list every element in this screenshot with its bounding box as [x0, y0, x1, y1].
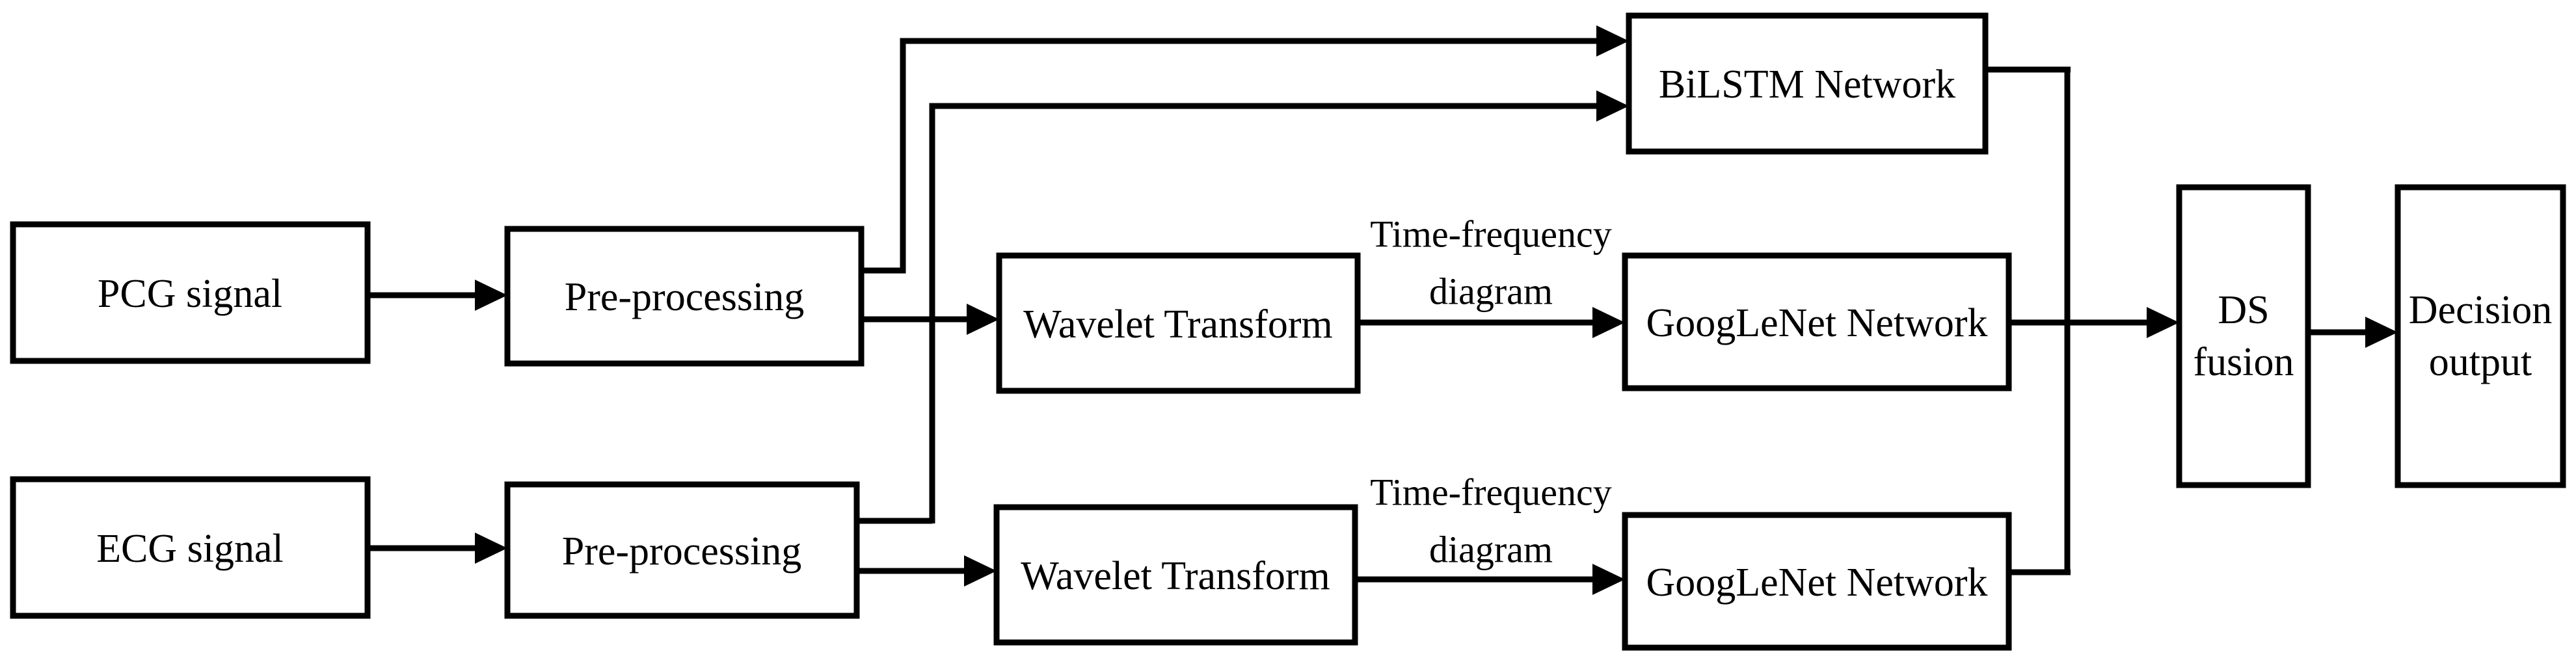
arrowhead-preprocessing-bottom-to-bilstm [1596, 90, 1629, 122]
wavelet-transform-top-label: Wavelet Transform [1023, 302, 1332, 347]
wavelet-transform-bottom-box [993, 504, 1358, 646]
ds-fusion-label-line1: DS [2218, 288, 2269, 332]
arrowhead-preprocessing-top-to-wavelet [967, 304, 999, 335]
edges [368, 25, 2398, 595]
decision-output-box [2395, 184, 2566, 488]
node-googlenet-network-bottom: GoogLeNet Network [1622, 512, 2012, 651]
ecg-signal-label: ECG signal [96, 527, 284, 571]
arrowhead-preprocessing-bottom-to-wavelet [964, 555, 997, 587]
arrowhead-wavelet-bottom-to-googlenet [1592, 564, 1625, 595]
decision-output-label-line2: output [2429, 340, 2532, 384]
wavelet-transform-bottom-label: Wavelet Transform [1021, 554, 1330, 598]
bilstm-network-label: BiLSTM Network [1659, 62, 1955, 107]
wavelet-transform-top-box [996, 252, 1361, 394]
arrowhead-ecg-to-preprocessing [475, 533, 507, 564]
time-frequency-top-label-line1: Time-frequency [1370, 213, 1612, 256]
node-wavelet-transform-top: Wavelet Transform [996, 252, 1361, 394]
time-frequency-bottom-label-line1: Time-frequency [1370, 471, 1612, 514]
node-ecg-signal: ECG signal [10, 476, 371, 619]
ecg-signal-box [10, 476, 371, 619]
googlenet-network-top-label: GoogLeNet Network [1646, 301, 1987, 345]
node-decision-output: Decision output [2395, 184, 2566, 488]
node-googlenet-network-top: GoogLeNet Network [1622, 252, 2012, 391]
arrowhead-wavelet-top-to-googlenet [1592, 307, 1625, 338]
arrowhead-into-ds-fusion [2147, 307, 2179, 338]
bilstm-network-box [1626, 12, 1989, 155]
arrowhead-pcg-to-preprocessing [475, 280, 507, 311]
node-ds-fusion: DS fusion [2176, 184, 2311, 488]
arrowhead-into-decision [2365, 317, 2398, 348]
edge-preprocessing-top-to-bilstm [861, 38, 1599, 274]
edge-labels: Time-frequency diagram Time-frequency di… [1370, 213, 1612, 571]
time-frequency-top-label-line2: diagram [1429, 271, 1553, 313]
node-preprocessing-bottom: Pre-processing [504, 481, 860, 619]
node-bilstm-network: BiLSTM Network [1626, 12, 1989, 155]
time-frequency-bottom-label-line2: diagram [1429, 529, 1553, 571]
preprocessing-top-label: Pre-processing [565, 275, 804, 319]
googlenet-network-bottom-label: GoogLeNet Network [1646, 561, 1987, 605]
googlenet-network-top-box [1622, 252, 2012, 391]
ds-fusion-box [2176, 184, 2311, 488]
nodes: PCG signal ECG signal Pre-processing Pre… [10, 12, 2566, 651]
pcg-signal-box [10, 221, 371, 364]
preprocessing-top-box [504, 226, 865, 367]
preprocessing-bottom-label: Pre-processing [562, 529, 801, 574]
node-wavelet-transform-bottom: Wavelet Transform [993, 504, 1358, 646]
arrowhead-preprocessing-top-to-bilstm [1596, 25, 1629, 57]
node-preprocessing-top: Pre-processing [504, 226, 865, 367]
edge-preprocessing-bottom-to-bilstm [929, 103, 1599, 523]
pcg-signal-label: PCG signal [98, 272, 282, 316]
node-pcg-signal: PCG signal [10, 221, 371, 364]
preprocessing-bottom-box [504, 481, 860, 619]
decision-output-label-line1: Decision [2409, 288, 2552, 332]
googlenet-network-bottom-box [1622, 512, 2012, 651]
ds-fusion-label-line2: fusion [2194, 340, 2294, 384]
